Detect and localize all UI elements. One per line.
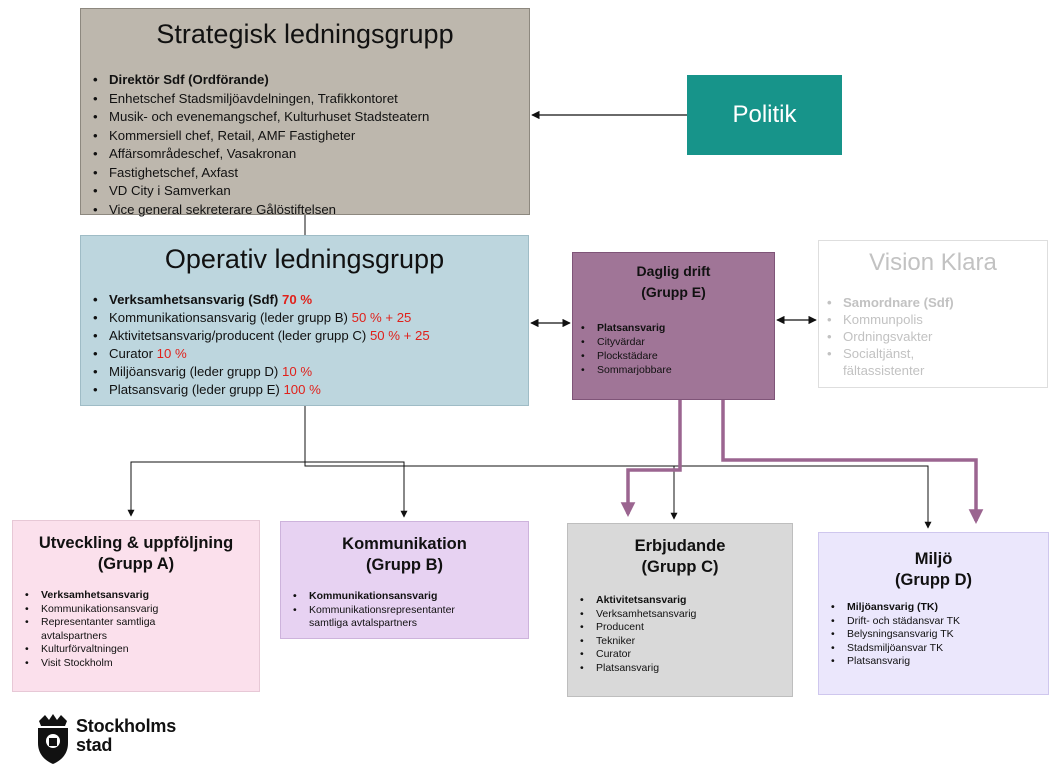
grupp-a-item: Kulturförvaltningen (21, 643, 158, 657)
strategisk-item: Direktör Sdf (Ordförande) (89, 71, 429, 90)
daglig-list: Platsansvarig Cityvärdar Plockstädare So… (577, 321, 672, 377)
daglig-title: Daglig drift (Grupp E) (636, 263, 711, 300)
grupp-a-box: Utveckling & uppföljning (Grupp A) Verks… (12, 520, 260, 692)
vision-item: Kommunpolis (823, 311, 954, 328)
operativ-list: Verksamhetsansvarig (Sdf) 70 % Kommunika… (89, 291, 430, 399)
tree-to-b (305, 461, 408, 518)
stockholms-stad-logo: Stockholms stad (36, 713, 196, 775)
percent-label: 100 % (283, 382, 321, 397)
strategisk-ledningsgrupp-box: Strategisk ledningsgrupp Direktör Sdf (O… (80, 8, 530, 219)
vision-item: Socialtjänst, (823, 345, 954, 362)
tree-to-d (674, 465, 932, 529)
daglig-drift-box: Daglig drift (Grupp E) Platsansvarig Cit… (572, 252, 775, 400)
strategisk-list: Direktör Sdf (Ordförande) Enhetschef Sta… (89, 71, 429, 219)
daglig-to-d-arrow (721, 400, 984, 524)
politik-label: Politik (732, 101, 797, 128)
grupp-d-item: Belysningsansvarig TK (827, 628, 960, 642)
operativ-item: Verksamhetsansvarig (Sdf) 70 % (89, 291, 430, 309)
grupp-d-item: Platsansvarig (827, 655, 960, 669)
daglig-to-c-arrow (620, 400, 682, 517)
strategisk-item: Vice general sekreterare Gålöstiftelsen (89, 201, 429, 220)
operativ-item: Kommunikationsansvarig (leder grupp B) 5… (89, 309, 430, 327)
grupp-d-box: Miljö (Grupp D) Miljöansvarig (TK) Drift… (818, 532, 1049, 695)
strategisk-item: Affärsområdeschef, Vasakronan (89, 145, 429, 164)
strategisk-item: Enhetschef Stadsmiljöavdelningen, Trafik… (89, 90, 429, 109)
grupp-d-list: Miljöansvarig (TK) Drift- och städansvar… (827, 601, 960, 669)
grupp-c-item: Aktivitetsansvarig (576, 594, 696, 608)
grupp-a-item-continued: avtalspartners (41, 629, 107, 642)
grupp-c-item: Verksamhetsansvarig (576, 608, 696, 622)
operativ-item: Aktivitetsansvarig/producent (leder grup… (89, 327, 430, 345)
daglig-item: Cityvärdar (577, 335, 672, 349)
tree-to-a (127, 461, 305, 517)
percent-label: 10 % (281, 364, 313, 379)
grupp-c-box: Erbjudande (Grupp C) Aktivitetsansvarig … (567, 523, 793, 697)
grupp-b-list: Kommunikationsansvarig Kommunikationsrep… (289, 590, 455, 631)
grupp-a-item: Verksamhetsansvarig (21, 589, 158, 603)
tree-to-c (304, 462, 678, 520)
percent-label: 50 % + 25 (369, 328, 430, 343)
percent-label: 70 % (281, 292, 313, 307)
grupp-a-item: Visit Stockholm (21, 657, 158, 671)
grupp-b-item: Kommunikationsrepresentanter (289, 604, 455, 618)
crown-shield-icon (38, 714, 68, 764)
grupp-a-list: Verksamhetsansvarig Kommunikationsansvar… (21, 589, 158, 671)
grupp-c-list: Aktivitetsansvarig Verksamhetsansvarig P… (576, 594, 696, 676)
grupp-b-box: Kommunikation (Grupp B) Kommunikationsan… (280, 521, 529, 639)
strategisk-item: VD City i Samverkan (89, 182, 429, 201)
operativ-ledningsgrupp-box: Operativ ledningsgrupp Verksamhetsansvar… (80, 235, 529, 406)
percent-label: 10 % (156, 346, 187, 361)
grupp-c-title: Erbjudande (Grupp C) (634, 537, 726, 576)
vision-item: Ordningsvakter (823, 328, 954, 345)
grupp-a-item: Kommunikationsansvarig (21, 603, 158, 617)
operativ-item: Miljöansvarig (leder grupp D) 10 % (89, 363, 430, 381)
grupp-a-item: Representanter samtliga (21, 616, 158, 630)
vision-list: Samordnare (Sdf) Kommunpolis Ordningsvak… (823, 294, 954, 379)
strategisk-item: Fastighetschef, Axfast (89, 164, 429, 183)
grupp-d-title: Miljö (Grupp D) (895, 550, 972, 589)
grupp-b-title: Kommunikation (Grupp B) (342, 535, 467, 574)
vision-title: Vision Klara (869, 249, 997, 276)
daglig-item: Sommarjobbare (577, 363, 672, 377)
grupp-b-item-continued: samtliga avtalspartners (309, 617, 417, 630)
vision-item: Samordnare (Sdf) (823, 294, 954, 311)
strategisk-item: Kommersiell chef, Retail, AMF Fastighete… (89, 127, 429, 146)
grupp-c-item: Producent (576, 621, 696, 635)
logo-text: Stockholms stad (76, 716, 177, 755)
strategisk-title: Strategisk ledningsgrupp (156, 19, 454, 49)
grupp-c-item: Tekniker (576, 635, 696, 649)
grupp-c-item: Curator (576, 648, 696, 662)
grupp-d-item: Drift- och städansvar TK (827, 615, 960, 629)
strategisk-item: Musik- och evenemangschef, Kulturhuset S… (89, 108, 429, 127)
grupp-a-title: Utveckling & uppföljning (Grupp A) (38, 534, 234, 573)
vision-klara-box: Vision Klara Samordnare (Sdf) Kommunpoli… (818, 240, 1048, 388)
operativ-item: Platsansvarig (leder grupp E) 100 % (89, 381, 430, 399)
operativ-item: Curator 10 % (89, 345, 430, 363)
daglig-item: Platsansvarig (577, 321, 672, 335)
grupp-d-item: Miljöansvarig (TK) (827, 601, 960, 615)
percent-label: 50 % + 25 (351, 310, 412, 325)
vision-item-continued: fältassistenter (843, 363, 925, 378)
grupp-d-item: Stadsmiljöansvar TK (827, 642, 960, 656)
grupp-b-item: Kommunikationsansvarig (289, 590, 455, 604)
politik-box: Politik (687, 75, 842, 155)
operativ-title: Operativ ledningsgrupp (164, 244, 445, 274)
grupp-c-item: Platsansvarig (576, 662, 696, 676)
daglig-item: Plockstädare (577, 349, 672, 363)
